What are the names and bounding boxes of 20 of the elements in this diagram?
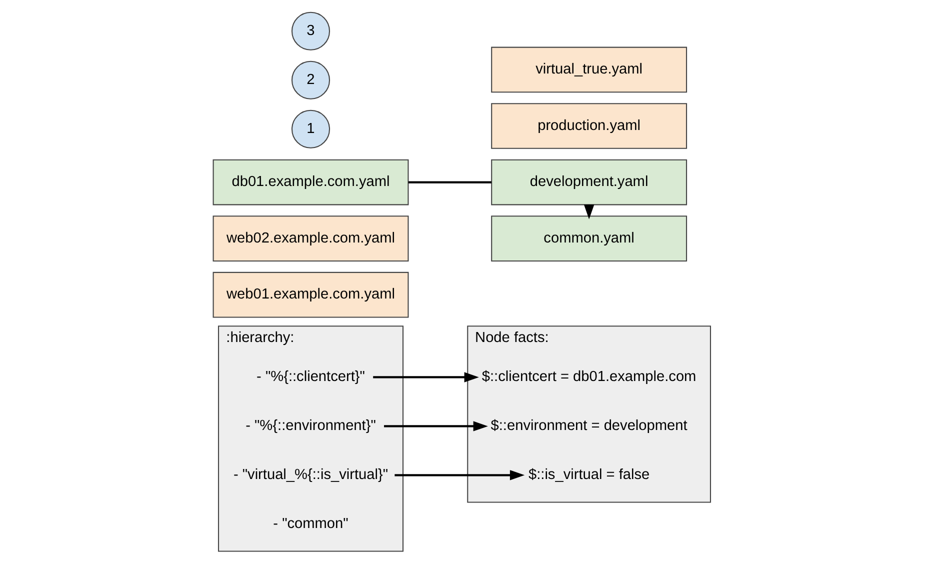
node-text: - "common": [272, 516, 348, 532]
node-text: $::clientcert = db01.example.com: [481, 369, 696, 386]
arrow: [372, 372, 478, 382]
connector: [408, 181, 491, 184]
node-box: production.yaml: [490, 103, 687, 149]
arrow: [394, 470, 524, 480]
node-text: - "%{::clientcert}": [256, 369, 364, 386]
node-box: db01.example.com.yaml: [212, 159, 408, 206]
node-box: common.yaml: [490, 216, 687, 262]
node-text: - "%{::environment}": [245, 418, 376, 434]
node-box: web01.example.com.yaml: [212, 272, 408, 318]
node-circle: 3: [290, 12, 330, 50]
node-text: $::is_virtual = false: [528, 467, 650, 484]
node-circle: 2: [290, 60, 330, 100]
node-box: web02.example.com.yaml: [212, 216, 408, 262]
arrow: [384, 421, 488, 432]
node-text: - "virtual_%{::is_virtual}": [232, 467, 388, 484]
node-text: $::environment = development: [490, 418, 687, 434]
node-circle: 1: [290, 110, 330, 148]
node-box: virtual_true.yaml: [490, 46, 687, 93]
